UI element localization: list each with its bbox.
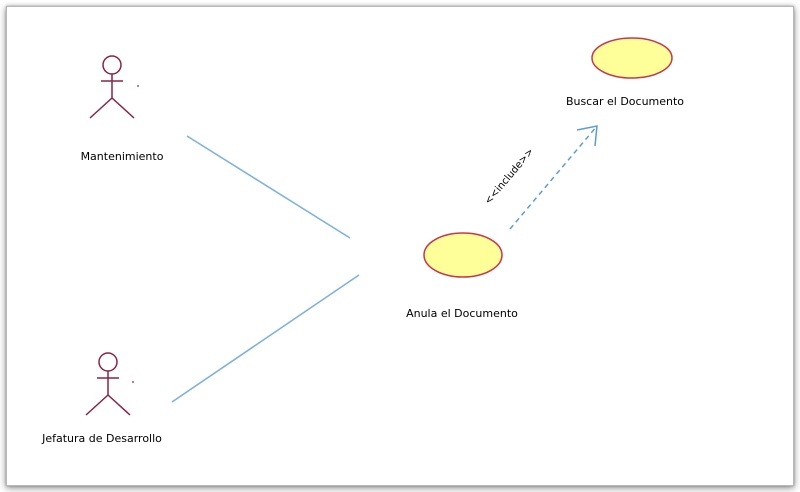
actor-figure-icon	[89, 55, 135, 119]
actor-marker-dot	[132, 381, 134, 383]
use-case-diagram: <<include>> Mantenimiento Jef	[41, 37, 684, 445]
association-jefatura-anula[interactable]	[171, 274, 360, 403]
actor-mantenimiento[interactable]: Mantenimiento	[81, 55, 164, 163]
actor-marker-dot	[137, 85, 139, 87]
actor-jefatura-de-desarrollo[interactable]: Jefatura de Desarrollo	[41, 352, 162, 445]
include-stereotype-label: <<include>>	[483, 146, 536, 207]
include-dependency[interactable]	[509, 125, 598, 230]
actor-figure-icon	[85, 352, 131, 416]
actor-label-mantenimiento: Mantenimiento	[81, 150, 164, 163]
include-dashed-line	[509, 125, 598, 230]
use-case-anula-el-documento[interactable]: Anula el Documento	[406, 232, 518, 320]
use-case-buscar-el-documento[interactable]: Buscar el Documento	[566, 37, 684, 108]
use-case-ellipse	[591, 37, 673, 79]
use-case-label-buscar: Buscar el Documento	[566, 95, 684, 108]
use-case-ellipse	[423, 232, 503, 278]
diagram-canvas: <<include>> Mantenimiento Jef	[6, 6, 794, 486]
include-arrowhead-icon	[576, 125, 598, 147]
actor-label-jefatura: Jefatura de Desarrollo	[41, 432, 162, 445]
use-case-label-anula: Anula el Documento	[406, 307, 518, 320]
association-mantenimiento-anula[interactable]	[186, 135, 351, 239]
